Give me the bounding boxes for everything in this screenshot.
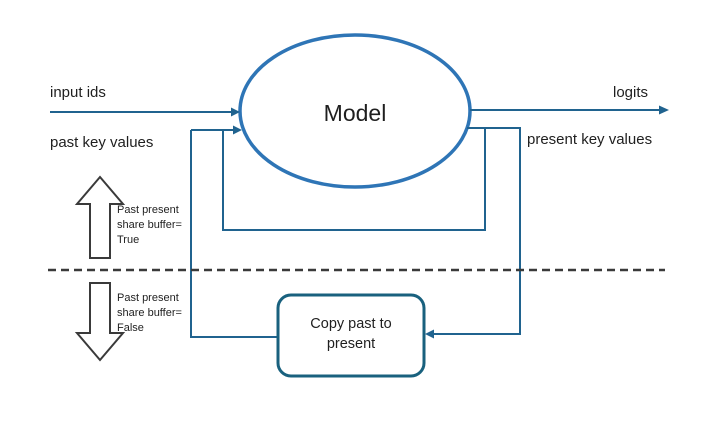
true-note-line2: share buffer=	[117, 219, 182, 231]
present-kv-line	[434, 127, 521, 335]
false-note-line2: share buffer=	[117, 307, 182, 319]
logits-arrowhead-icon	[659, 105, 669, 115]
share-buffer-true-note: Past present share buffer= True	[117, 203, 182, 248]
false-note-line1: Past present	[117, 292, 179, 304]
copy-return-line	[190, 130, 278, 338]
copy-box-arrowhead-icon	[425, 329, 434, 339]
true-note-line1: Past present	[117, 204, 179, 216]
share-buffer-false-note: Past present share buffer= False	[117, 291, 182, 336]
copy-box-label: Copy past to present	[278, 314, 424, 354]
past-key-values-label: past key values	[50, 134, 154, 151]
model-label: Model	[323, 100, 387, 126]
down-block-arrow-icon	[74, 282, 126, 362]
present-key-values-label: present key values	[527, 131, 653, 148]
logits-label: logits	[613, 84, 649, 101]
up-block-arrow-icon	[74, 175, 126, 259]
input-ids-arrowhead-icon	[231, 107, 240, 117]
input-ids-label: input ids	[50, 84, 106, 101]
share-buffer-true-loop-line	[222, 128, 486, 231]
past-kv-arrowhead-icon	[233, 125, 242, 135]
false-note-line3: False	[117, 322, 144, 334]
true-note-line3: True	[117, 234, 140, 246]
copy-box-label-line1: Copy past to	[310, 316, 392, 332]
copy-past-to-present-box	[276, 293, 426, 378]
copy-box-label-line2: present	[326, 336, 376, 352]
